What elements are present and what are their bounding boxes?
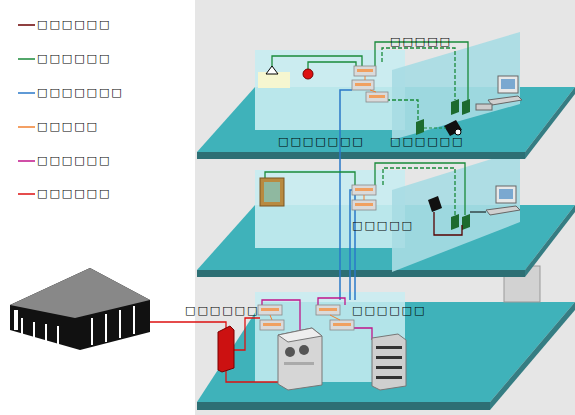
patch-cable xyxy=(270,76,376,320)
legend-text: □□□□□□ xyxy=(37,187,111,200)
desktop-computer xyxy=(476,76,522,110)
card-reader xyxy=(428,196,442,212)
green-cable xyxy=(265,42,468,215)
building-backdrop xyxy=(195,0,575,415)
server xyxy=(372,334,406,390)
legend-line xyxy=(18,58,35,60)
legend-text: □□□□□□ xyxy=(37,154,111,167)
floor-label: □□□□□□□ xyxy=(278,135,365,148)
floor-label: □□□□□□ xyxy=(185,304,259,317)
network-switch xyxy=(258,66,388,330)
green-cable xyxy=(424,128,446,129)
server xyxy=(278,328,322,390)
device-cable xyxy=(470,212,486,213)
desktop-computer xyxy=(486,186,520,215)
office-building xyxy=(10,268,150,350)
floor-label: □□□□□ xyxy=(390,35,452,48)
dark-red-cable xyxy=(434,212,462,235)
floor-label: □□□□□□ xyxy=(352,304,426,317)
wall-outlet xyxy=(416,99,470,230)
legend-line xyxy=(18,24,35,26)
floor-label: □□□□□□ xyxy=(390,135,464,148)
floor-label: □□□□□ xyxy=(352,219,414,232)
legend-text: □□□□□□ xyxy=(37,18,111,31)
legend-text: □□□□□□ xyxy=(37,52,111,65)
alarm-bell xyxy=(303,69,313,79)
firewall-box xyxy=(218,326,234,372)
legend-text: □□□□□ xyxy=(37,120,99,133)
legend-line xyxy=(18,92,35,94)
legend-line xyxy=(18,126,35,128)
legend-text: □□□□□□□ xyxy=(37,86,124,99)
ceiling-lamp xyxy=(258,66,290,88)
legend-line xyxy=(18,193,35,195)
picture-frame xyxy=(260,178,284,206)
legend-line xyxy=(18,160,35,162)
camera xyxy=(444,120,462,136)
